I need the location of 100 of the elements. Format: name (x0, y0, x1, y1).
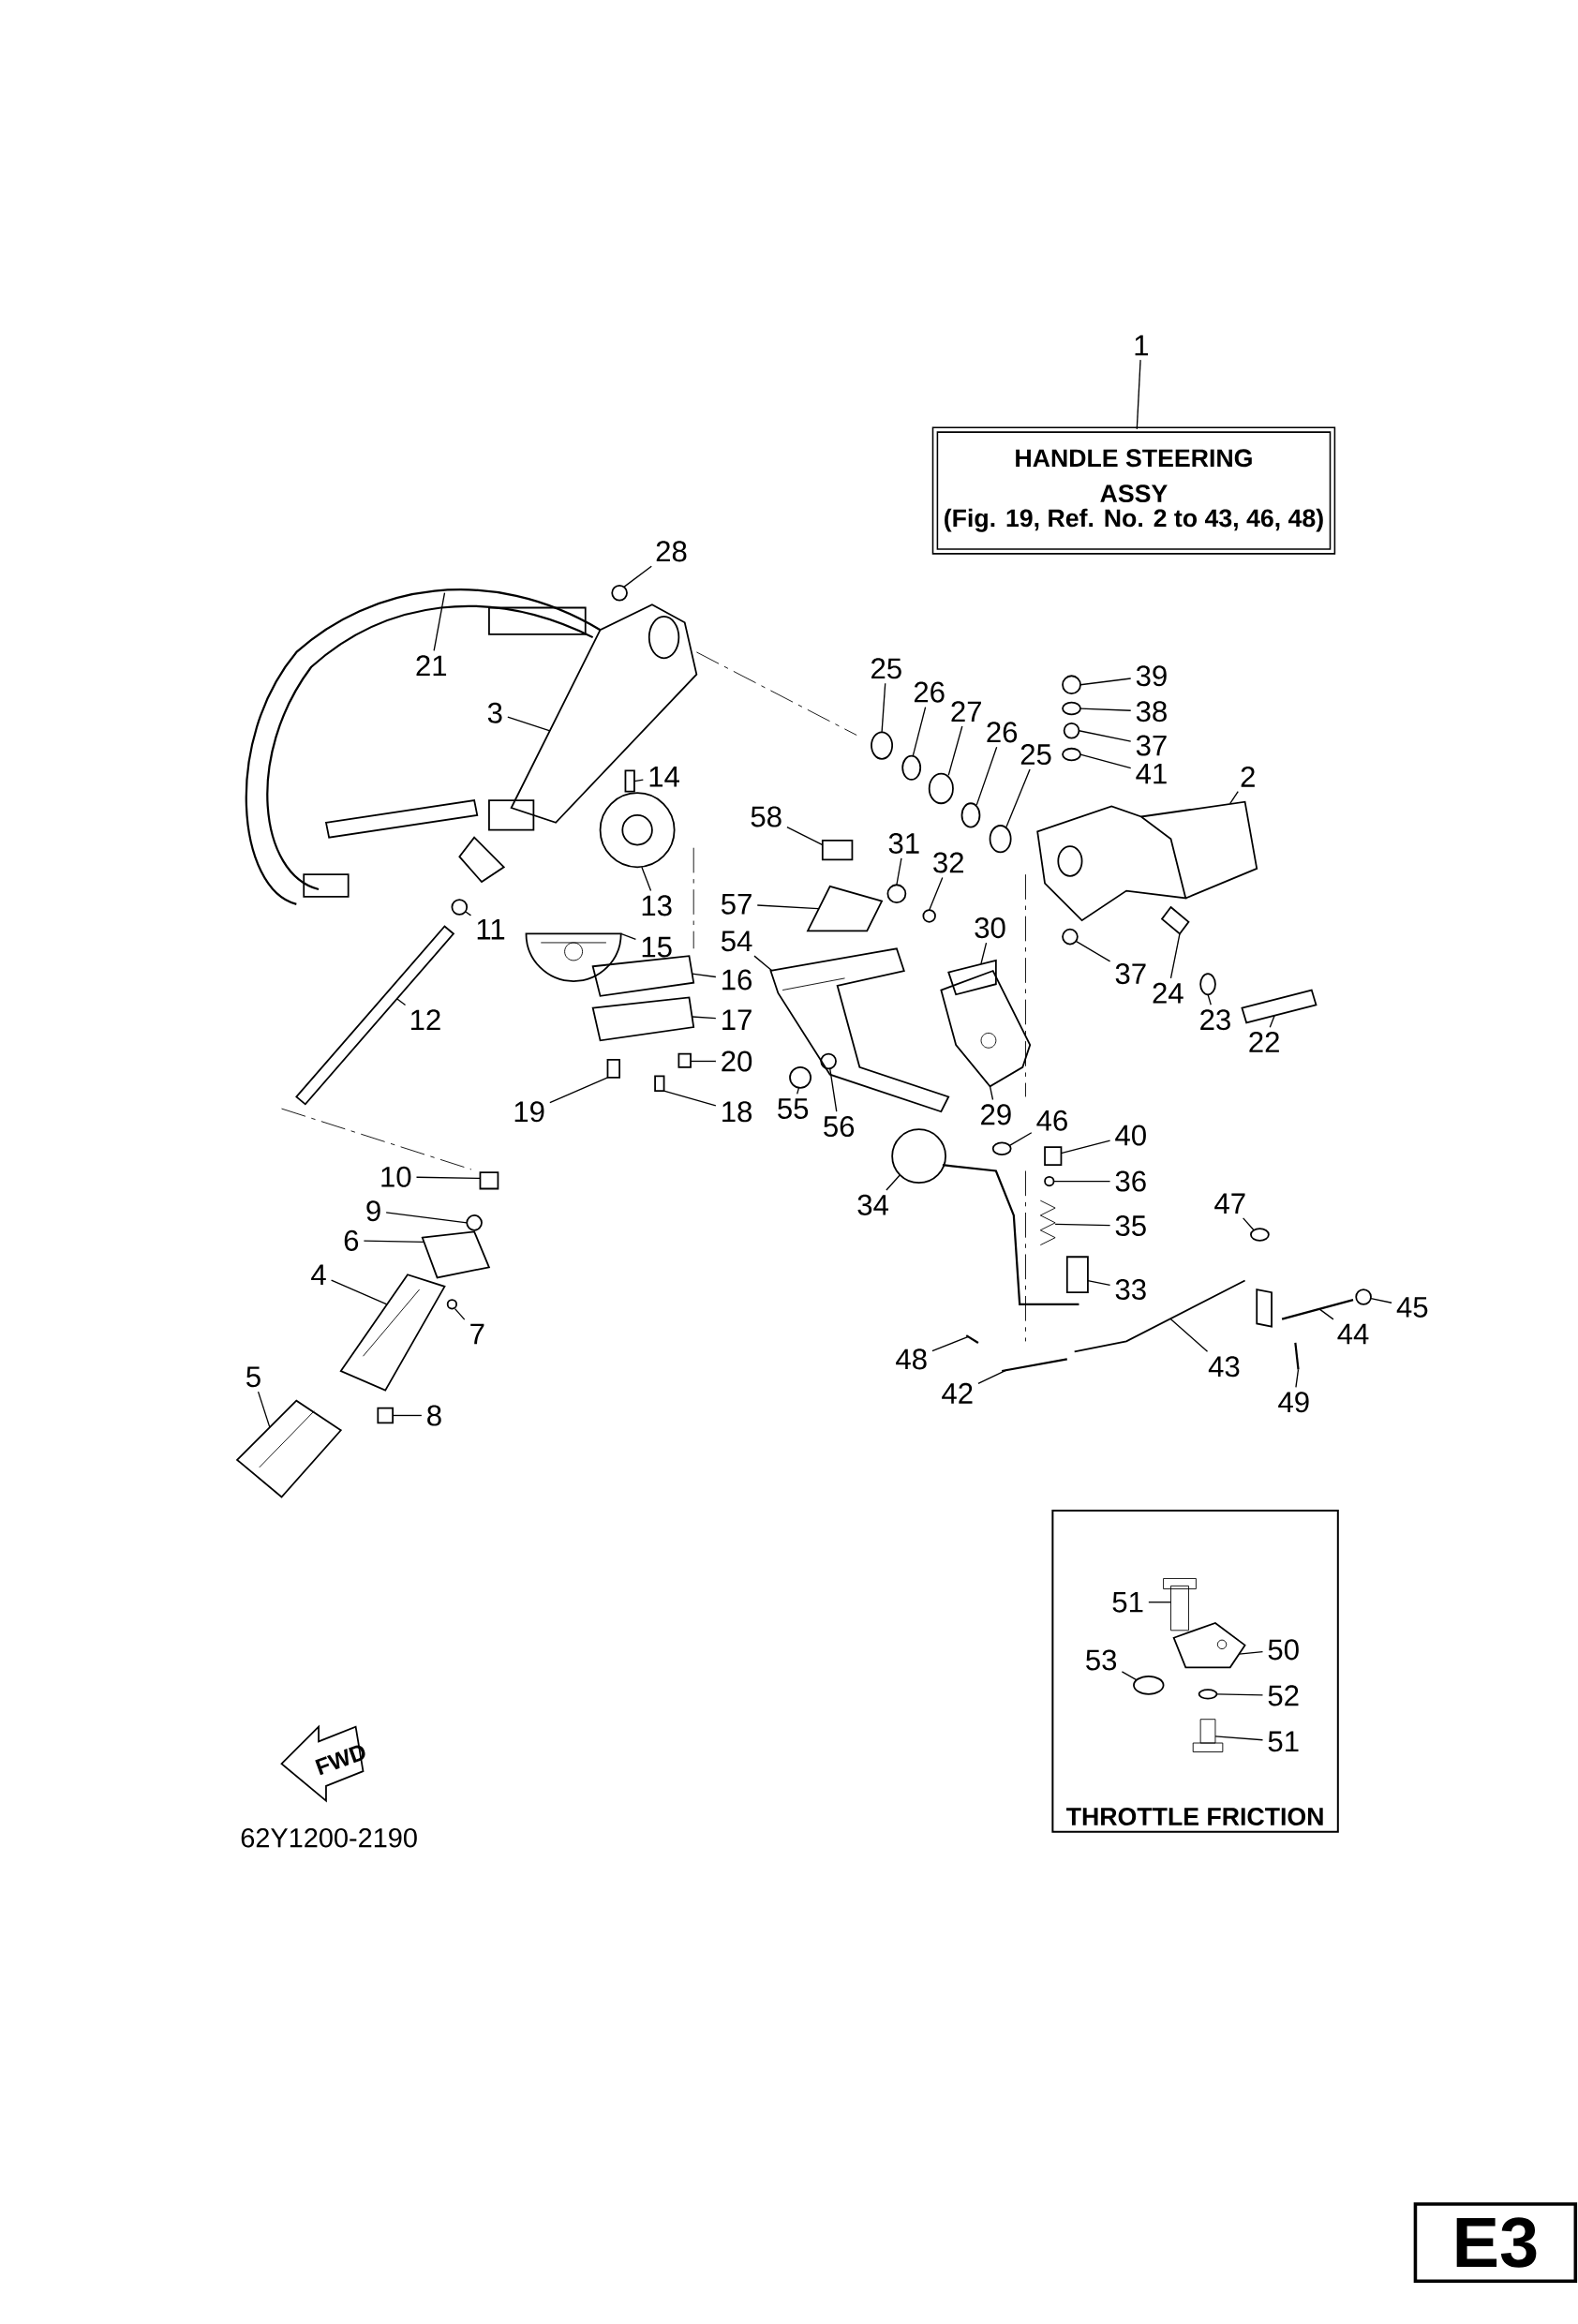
leader-line (1269, 1014, 1275, 1028)
callout-number: 1 (1135, 335, 1148, 356)
callout-number: 9 (366, 1200, 380, 1222)
callout-number: 29 (980, 1104, 1011, 1125)
washer (901, 754, 921, 781)
leader-line (1169, 1318, 1208, 1353)
grip-cover (235, 1399, 342, 1498)
screw (446, 1299, 457, 1310)
callout-number: 55 (777, 1098, 808, 1119)
leader-line (896, 857, 902, 886)
callout-number: 51 (1112, 1591, 1143, 1613)
collar (1065, 1256, 1089, 1294)
callout-number: 38 (1136, 701, 1167, 723)
callout-number: 32 (932, 852, 963, 873)
callout-number: 44 (1337, 1323, 1369, 1345)
bolt (1192, 1719, 1224, 1752)
callout-number: 51 (1268, 1731, 1299, 1752)
leader-line (796, 1087, 799, 1095)
callout-number: 45 (1396, 1297, 1428, 1318)
washer (1061, 747, 1081, 762)
callout-number: 42 (941, 1382, 973, 1404)
bolt (886, 884, 907, 904)
part-code: 62Y1200-2190 (241, 1828, 417, 1848)
screw (606, 1059, 620, 1079)
clip-nut (821, 839, 854, 861)
callout-number: 30 (975, 917, 1005, 939)
callout-number: 6 (344, 1229, 358, 1251)
callout-number: 5 (246, 1366, 261, 1388)
nut (1355, 1289, 1372, 1305)
leader-line (1136, 359, 1141, 430)
callout-number: 17 (722, 1009, 752, 1030)
leader-line (392, 1414, 423, 1417)
washer (466, 1214, 483, 1231)
leader-line (977, 1368, 1008, 1384)
callout-number: 47 (1213, 1193, 1245, 1214)
leader-line (912, 706, 927, 757)
callout-number: 53 (1085, 1649, 1116, 1671)
leader-line (363, 1240, 424, 1244)
callout-number: 4 (310, 1264, 326, 1285)
callout-number: 41 (1136, 763, 1167, 784)
leader-line (1005, 768, 1031, 828)
direction-label: FWD (315, 1745, 365, 1776)
callout-number: 36 (1115, 1170, 1146, 1192)
callout-number: 22 (1249, 1032, 1279, 1052)
washer (1199, 973, 1216, 996)
leader-line (691, 1016, 717, 1020)
callout-number: 39 (1136, 665, 1167, 687)
callout-number: 50 (1268, 1639, 1299, 1661)
link-rod-drawing (1073, 1279, 1273, 1353)
leader-line (619, 932, 636, 941)
leader-line (623, 565, 652, 588)
leader-line (1370, 1297, 1392, 1304)
plate (591, 996, 695, 1042)
screw (677, 1052, 692, 1068)
leader-line (454, 1307, 466, 1320)
callout-number: 49 (1277, 1392, 1309, 1413)
callout-number: 48 (895, 1348, 927, 1370)
note-box: HANDLE STEERING ASSY (Fig. 19, Ref. No. 2 to 43, 46, 48) (931, 426, 1335, 555)
leader-line (975, 746, 998, 806)
adjust-screw (1281, 1299, 1354, 1320)
washer (922, 909, 936, 923)
callout-number: 24 (1153, 982, 1184, 1004)
callout-number: 12 (410, 1009, 440, 1031)
leader-line (1079, 708, 1132, 711)
leader-line (549, 1077, 608, 1104)
callout-number: 35 (1115, 1215, 1146, 1237)
callout-number: 34 (857, 1194, 888, 1215)
callout-number: 25 (1020, 744, 1051, 766)
leader-line (1052, 1180, 1111, 1183)
nut (788, 1065, 811, 1089)
friction-block (1172, 1621, 1246, 1669)
washer (1061, 701, 1081, 716)
callout-number: 19 (514, 1101, 544, 1123)
callout-number: 54 (721, 931, 752, 952)
callout-number: 10 (381, 1166, 411, 1187)
leader-line (881, 682, 886, 733)
bolt (1162, 1578, 1197, 1631)
washer (1249, 1228, 1270, 1242)
callout-number: 15 (642, 936, 672, 958)
leader-line (1147, 1601, 1171, 1603)
leader-line (1317, 1307, 1334, 1320)
leader-line (1078, 730, 1132, 742)
washer (960, 802, 981, 828)
leader-line (1079, 678, 1132, 686)
screw (654, 1075, 665, 1092)
screw (377, 1407, 394, 1424)
throttle-cable-drawing (245, 588, 601, 905)
callout-number: 31 (888, 832, 919, 854)
leader-line (662, 1090, 717, 1107)
leader-line (989, 1085, 993, 1101)
nut (1061, 928, 1079, 946)
nut (611, 584, 628, 602)
page-tab: E3 (1413, 2202, 1577, 2283)
leader-line (385, 1212, 468, 1224)
leader-line (928, 876, 944, 911)
leader-line (886, 1174, 901, 1191)
washer (1198, 1689, 1218, 1700)
leader-line (1169, 932, 1181, 979)
leader-line (464, 911, 471, 916)
callout-number: 37 (1136, 735, 1167, 756)
